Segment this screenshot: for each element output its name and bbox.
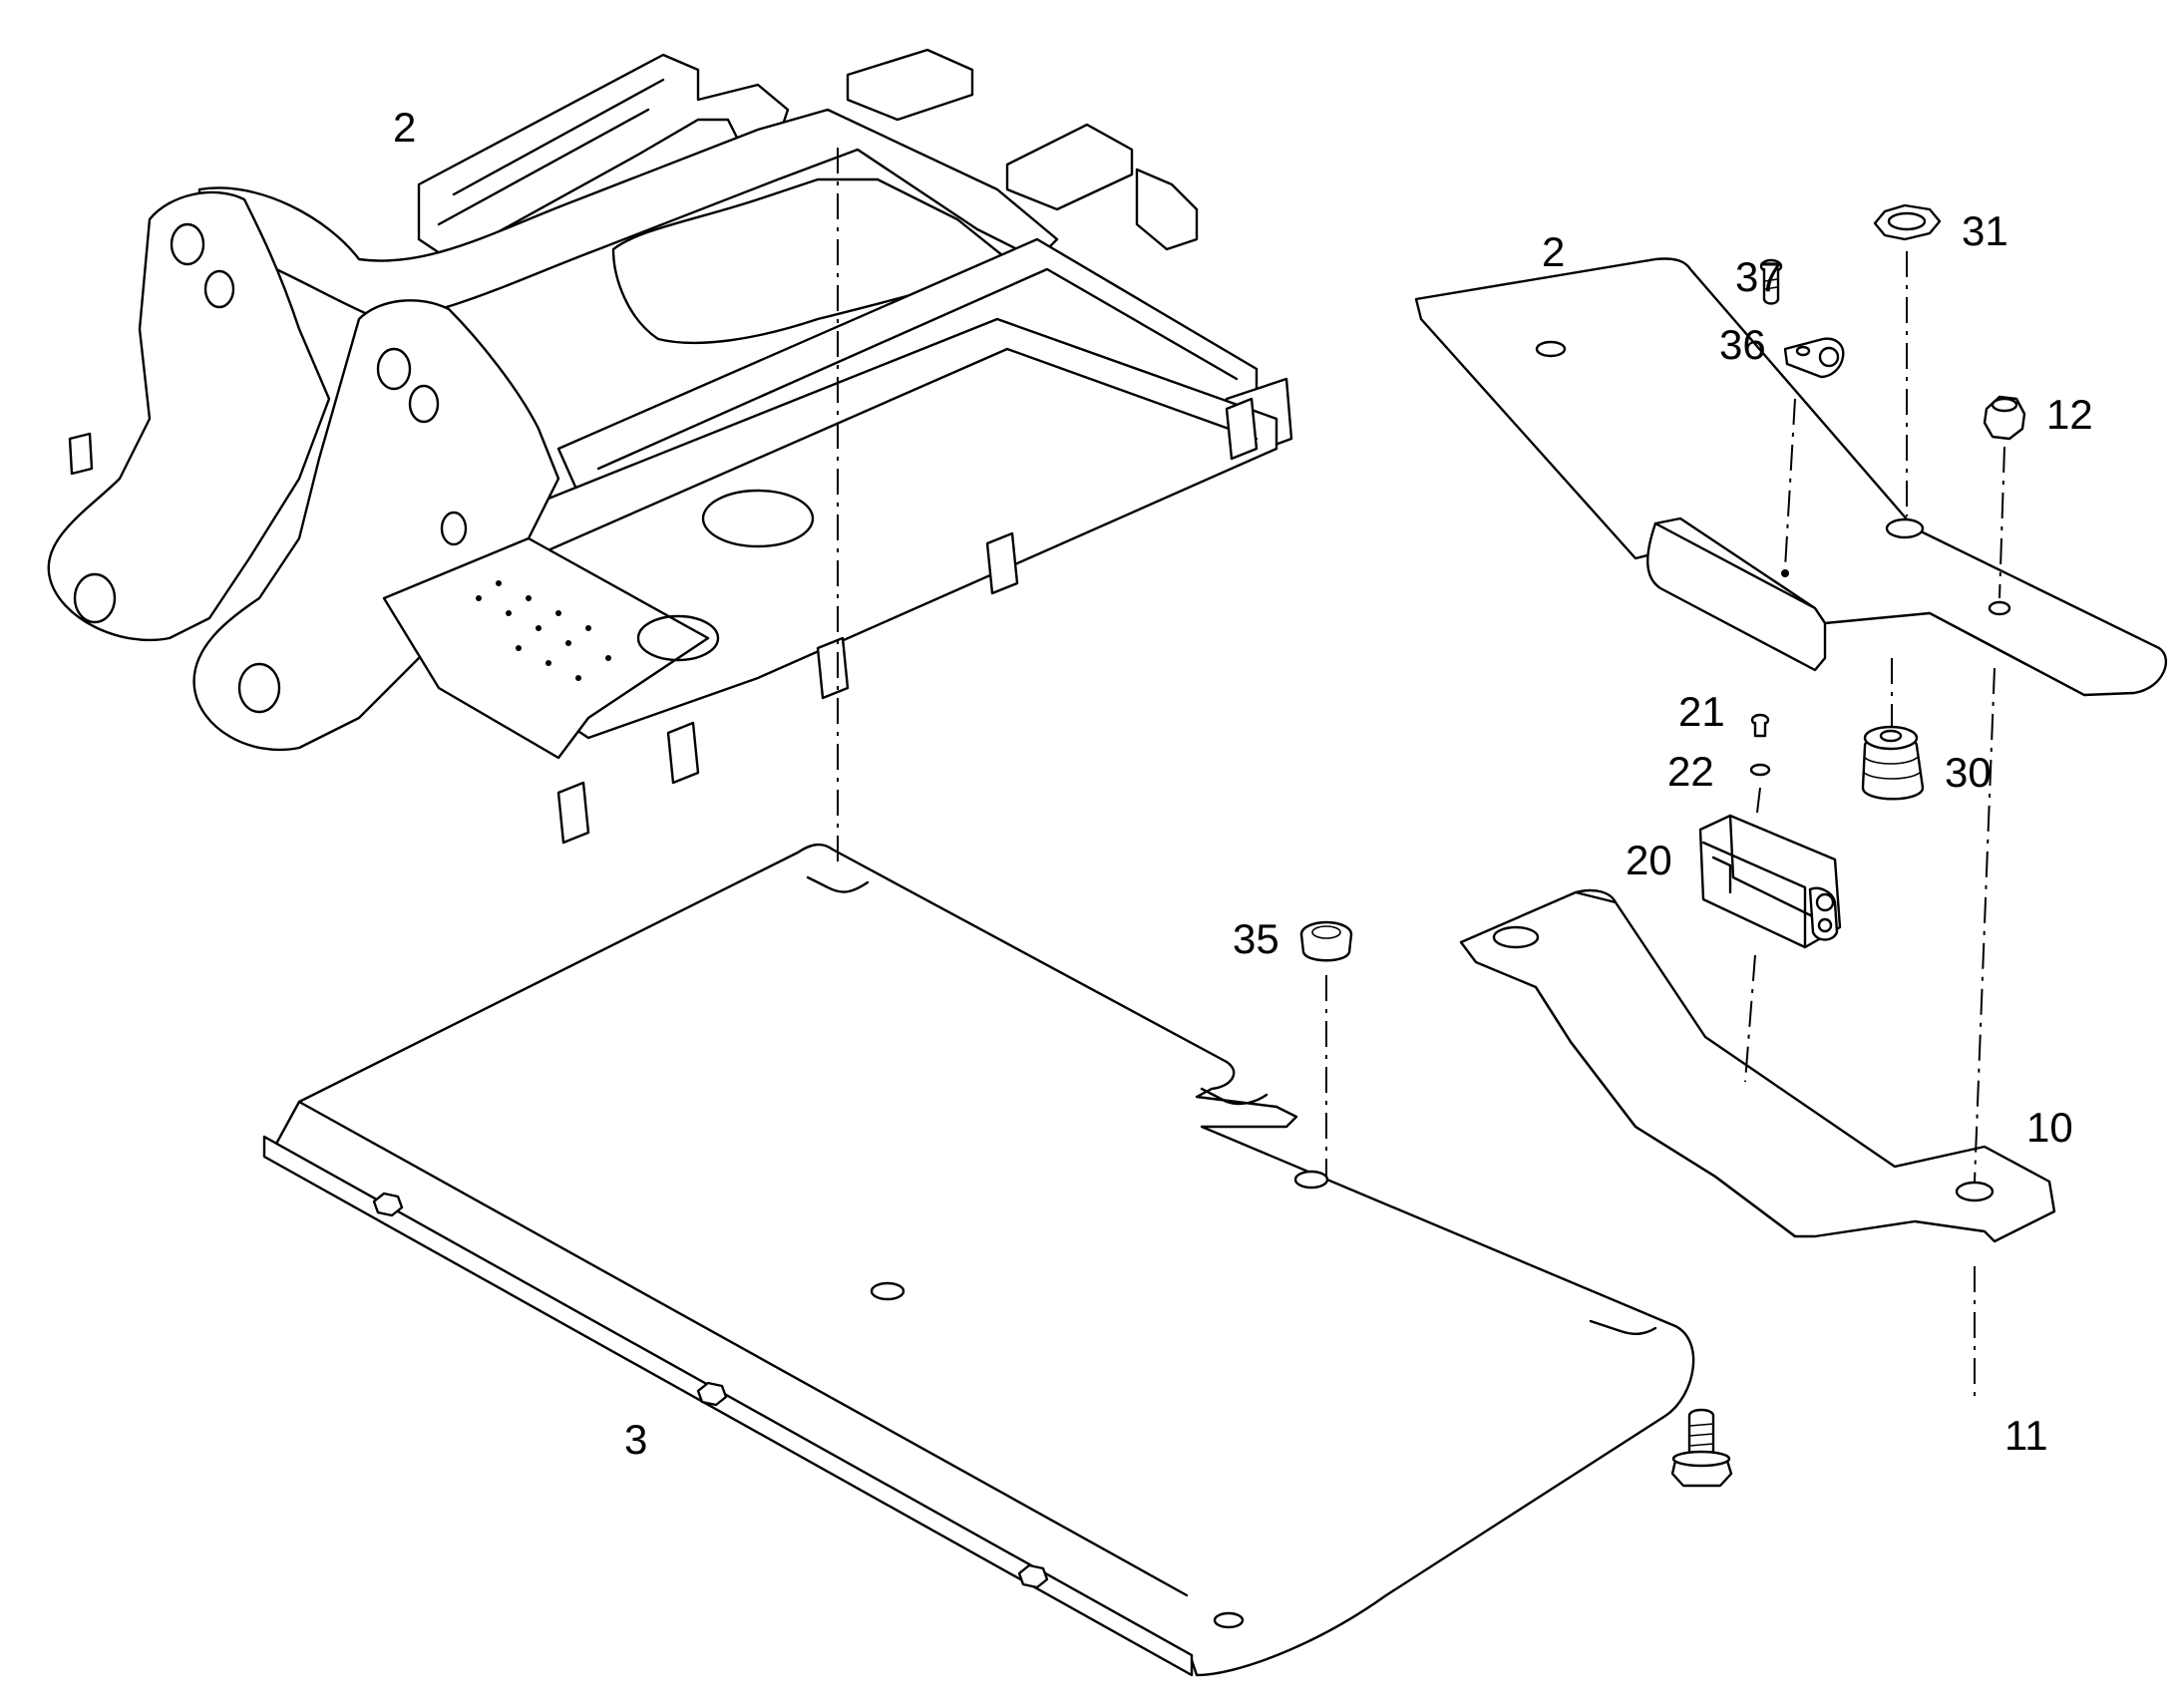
callout-lock-nut: 31 (1962, 207, 2008, 254)
callout-bracket-top: 2 (1542, 228, 1565, 275)
hex-nut (1983, 395, 2026, 441)
plate-nut (372, 1192, 404, 1217)
lock-nut (1873, 203, 1942, 241)
callout-nut: 12 (2046, 391, 2093, 438)
callout-washer-small: 22 (1667, 748, 1714, 795)
clamp-screw (1759, 258, 1783, 305)
plate-nut (696, 1381, 728, 1407)
deck-holes (476, 580, 611, 681)
callout-grommet: 30 (1945, 749, 1992, 796)
callout-frame-main: 2 (393, 104, 416, 151)
switch-box (1698, 814, 1842, 949)
cable-clamp (1783, 337, 1845, 379)
callout-clamp: 36 (1719, 321, 1766, 368)
lower-bracket (1459, 888, 2056, 1243)
bottom-plate (262, 843, 1695, 1677)
callout-labels: 2 2 3 10 11 12 20 21 22 30 31 35 36 37 (393, 104, 2093, 1463)
callout-plate: 3 (624, 1416, 647, 1463)
main-frame (47, 48, 1293, 845)
top-bracket (1414, 257, 2168, 697)
small-washer (1749, 763, 1771, 777)
small-screw (1750, 713, 1770, 738)
callout-bolt: 11 (2004, 1412, 2048, 1459)
flange-bolt (1670, 1408, 1733, 1488)
callout-screw-small: 21 (1678, 688, 1725, 735)
plate-hole (1213, 1611, 1245, 1629)
callout-plug: 35 (1233, 915, 1279, 962)
plate-hole (1293, 1170, 1329, 1190)
assembly-lines (837, 148, 2005, 1396)
plate-nut (1017, 1563, 1049, 1589)
grommet (1861, 725, 1925, 801)
callout-bracket-lower: 10 (2026, 1104, 2073, 1151)
callout-switch-box: 20 (1626, 837, 1672, 883)
callout-screw-clamp: 37 (1735, 253, 1782, 300)
plate-hole (870, 1281, 906, 1301)
plug (1299, 920, 1353, 962)
